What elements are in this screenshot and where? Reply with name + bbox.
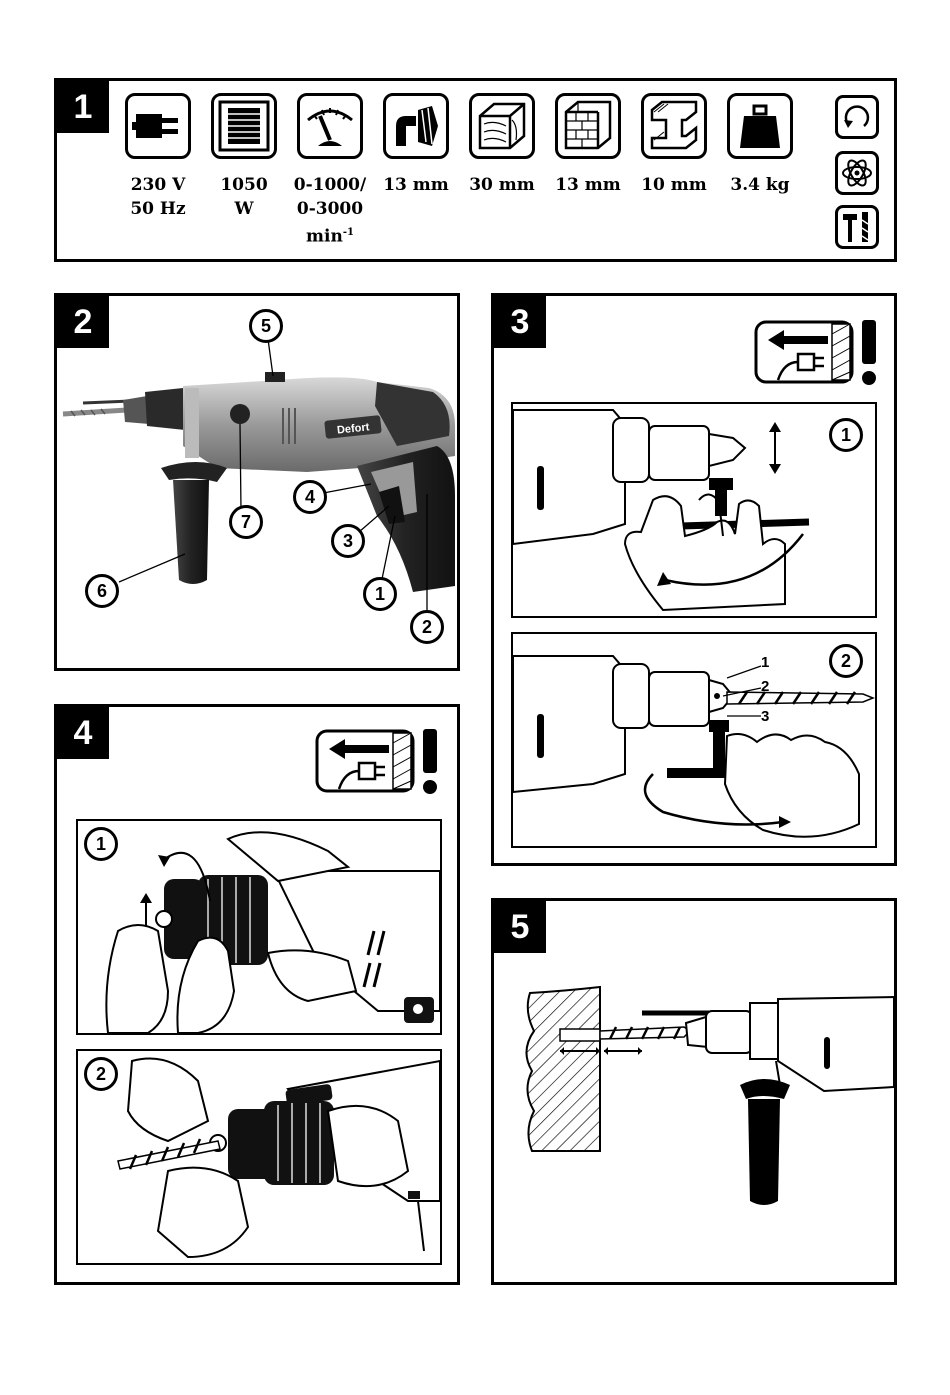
spec-text: 3.4 kg bbox=[717, 173, 803, 197]
step-2-frame: 2 bbox=[76, 1049, 442, 1265]
panel-5-depth-stop: 5 bbox=[491, 898, 897, 1285]
spec-power-supply: 230 V 50 Hz bbox=[115, 93, 201, 221]
step-1-badge: 1 bbox=[84, 827, 118, 861]
motor-coil-icon bbox=[211, 93, 277, 159]
spec-chuck-capacity: 13 mm bbox=[373, 93, 459, 197]
spec-text: 1050 W bbox=[201, 173, 287, 221]
spec-text: 30 mm bbox=[459, 173, 545, 197]
plug-icon bbox=[125, 93, 191, 159]
drill-illustration: Defort bbox=[57, 296, 457, 668]
panel-number: 5 bbox=[494, 901, 546, 953]
part-label-3: 3 bbox=[761, 708, 769, 725]
callout-3: 3 bbox=[331, 524, 365, 558]
unplug-warning-icon bbox=[754, 314, 884, 390]
unplug-warning-icon bbox=[315, 723, 445, 799]
spec-speed: 0-1000/ 0-3000 min-1 bbox=[287, 93, 373, 249]
step-1-frame: 1 bbox=[511, 402, 877, 618]
spec-text: 0-1000/ 0-3000 min-1 bbox=[287, 173, 373, 249]
panel-number: 4 bbox=[57, 707, 109, 759]
spec-weight: 3.4 kg bbox=[717, 93, 803, 197]
panel-number: 3 bbox=[494, 296, 546, 348]
weight-icon bbox=[727, 93, 793, 159]
spec-power: 1050 W bbox=[201, 93, 287, 221]
spec-text: 10 mm bbox=[631, 173, 717, 197]
callout-1: 1 bbox=[363, 577, 397, 611]
callout-7: 7 bbox=[229, 505, 263, 539]
panel-4-keyless-chuck: 4 1 bbox=[54, 704, 460, 1285]
hammer-drill-mode-icon bbox=[835, 205, 879, 249]
spec-steel-capacity: 10 mm bbox=[631, 93, 717, 197]
callout-4: 4 bbox=[293, 480, 327, 514]
speed-unit: min bbox=[306, 227, 343, 247]
spec-speed-values: 0-1000/ 0-3000 bbox=[294, 175, 366, 219]
reverse-rotation-icon bbox=[835, 95, 879, 139]
callout-5: 5 bbox=[249, 309, 283, 343]
step-2-badge: 2 bbox=[829, 644, 863, 678]
panel-2-drill-overview: 2 Defort bbox=[54, 293, 460, 671]
spec-text: 230 V 50 Hz bbox=[115, 173, 201, 221]
speed-unit-exponent: -1 bbox=[343, 227, 354, 238]
brick-icon bbox=[555, 93, 621, 159]
chuck-capacity-icon bbox=[383, 93, 449, 159]
wood-icon bbox=[469, 93, 535, 159]
callout-2: 2 bbox=[410, 610, 444, 644]
part-label-2: 2 bbox=[761, 678, 769, 695]
spec-text: 13 mm bbox=[373, 173, 459, 197]
panel-number: 1 bbox=[57, 81, 109, 133]
part-label-1: 1 bbox=[761, 654, 769, 671]
speed-gauge-icon bbox=[297, 93, 363, 159]
panel-1-specifications: 1 230 V 50 Hz 1050 W 0-1000/ 0-3000 min-1… bbox=[54, 78, 897, 262]
step-1-badge: 1 bbox=[829, 418, 863, 452]
spec-masonry-capacity: 13 mm bbox=[545, 93, 631, 197]
step-2-badge: 2 bbox=[84, 1057, 118, 1091]
step-2-frame: 2 1 2 3 bbox=[511, 632, 877, 848]
steel-beam-icon bbox=[641, 93, 707, 159]
spec-wood-capacity: 30 mm bbox=[459, 93, 545, 197]
panel-3-keyed-chuck: 3 1 bbox=[491, 293, 897, 866]
callout-6: 6 bbox=[85, 574, 119, 608]
spec-text: 13 mm bbox=[545, 173, 631, 197]
step-1-frame: 1 bbox=[76, 819, 442, 1035]
depth-stop-illustration bbox=[494, 901, 894, 1282]
electronic-control-icon bbox=[835, 151, 879, 195]
